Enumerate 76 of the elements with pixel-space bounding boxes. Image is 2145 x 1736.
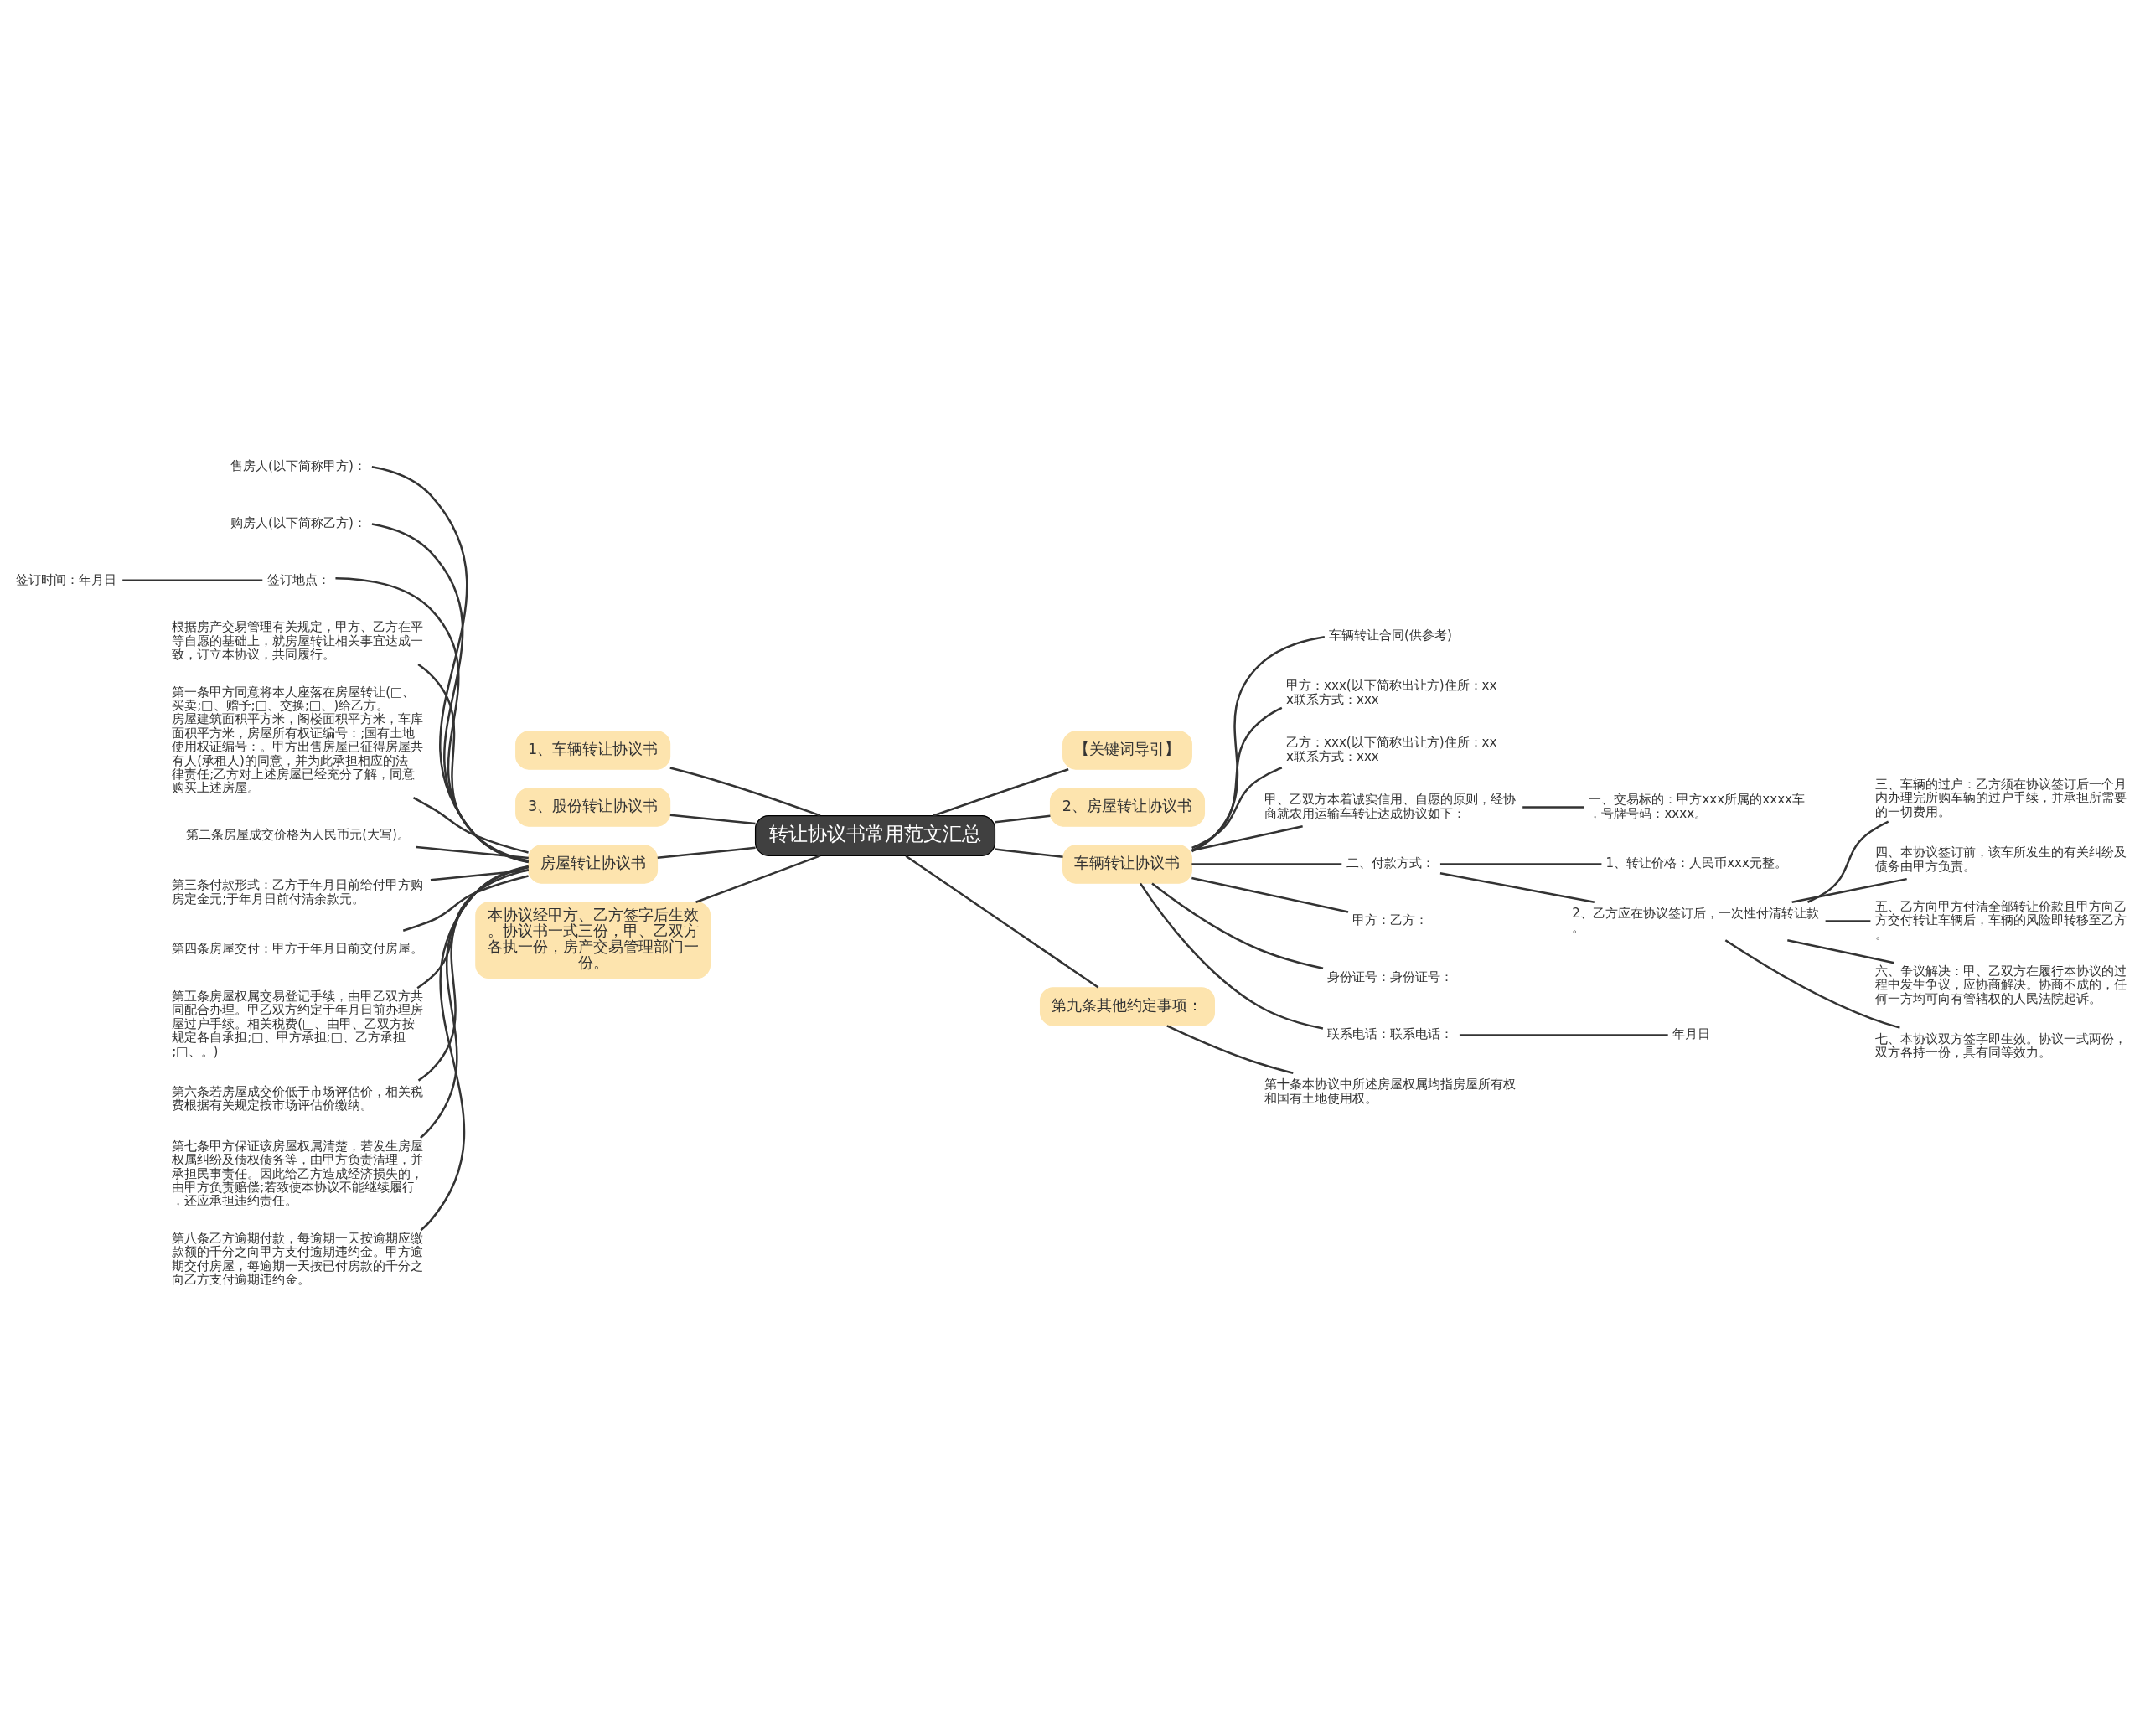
node-text: 1、转让价格：人民币xxx元整。 xyxy=(1605,855,1788,871)
connector xyxy=(1166,1024,1294,1074)
connector xyxy=(1787,938,1894,964)
connector xyxy=(402,874,529,932)
node-text: 第八条乙方逾期付款，每逾期一天按逾期应缴款额的千分之向甲方支付逾期违约金。甲方逾期交付房屋，每逾期一天按已付房款的千分之向乙方支付逾期违约金。 xyxy=(172,1230,424,1287)
connector xyxy=(1191,635,1326,852)
connector xyxy=(995,847,1063,858)
connector xyxy=(416,868,530,989)
node-text: 一、交易标的：甲方xxx所属的xxxx车，号牌号码：xxxx。 xyxy=(1589,791,1806,821)
connector xyxy=(417,865,530,1082)
connector xyxy=(669,813,756,824)
node-text: 甲方：xxx(以下简称出让方)住所：xxx联系方式：xxx xyxy=(1286,677,1497,707)
connector xyxy=(1191,824,1303,851)
connector xyxy=(416,845,529,859)
node-text: 四、本协议签订前，该车所发生的有关纠纷及债务由甲方负责。 xyxy=(1874,844,2127,874)
node-box: 本协议经甲方、乙方签字后生效。协议书一式三份，甲、乙双方各执一份，房产交易管理部门一份。 xyxy=(475,901,711,979)
connector xyxy=(905,855,1099,989)
connector xyxy=(1825,919,1871,922)
node-box: 1、车辆转让协议书 xyxy=(515,730,671,770)
connector xyxy=(1139,882,1324,1030)
connector xyxy=(1724,938,1900,1029)
connector xyxy=(695,854,821,903)
node-text: 车辆转让合同(供参考) xyxy=(1329,627,1452,643)
node-text: 甲、乙双方本着诚实信用、自愿的原则，经协商就农用运输车转让达成协议如下： xyxy=(1264,791,1516,821)
node-text: 2、乙方应在协议签订后，一次性付清转让款。 xyxy=(1572,905,1819,935)
node-text: 三、车辆的过户：乙方须在协议签订后一个月内办理完所购车辆的过户手续，并承担所需要的一切费用。 xyxy=(1874,776,2127,819)
connector xyxy=(933,767,1069,817)
node-text: 六、争议解决：甲、乙双方在履行本协议的过程中发生争议，应协商解决。协商不成的，任何一方均可向有管辖权的人民法院起诉。 xyxy=(1874,963,2127,1006)
connector xyxy=(1459,1033,1668,1036)
connector xyxy=(1191,706,1283,851)
node-text: 二、付款方式： xyxy=(1346,855,1434,871)
node-box: 车辆转让协议书 xyxy=(1062,844,1192,884)
node-box: 房屋转让协议书 xyxy=(528,844,659,884)
connector xyxy=(1191,862,1342,865)
node-text: 身份证号：身份证号： xyxy=(1327,969,1454,984)
node-box: 【关键词导引】 xyxy=(1062,730,1192,770)
connector xyxy=(1151,881,1324,969)
node-text: 购房人(以下简称乙方)： xyxy=(230,514,366,530)
node-text: 联系电话：联系电话： xyxy=(1327,1026,1454,1041)
node-text: 乙方：xxx(以下简称出让方)住所：xxx联系方式：xxx xyxy=(1286,734,1497,764)
connector xyxy=(669,766,821,817)
node-box: 2、房屋转让协议书 xyxy=(1049,787,1206,827)
connector xyxy=(657,846,756,859)
connector xyxy=(412,796,529,854)
connector xyxy=(1439,871,1595,903)
connector xyxy=(420,865,529,1231)
connector xyxy=(1522,805,1584,809)
node-text: 第六条若房屋成交价低于市场评估价，相关税费根据有关规定按市场评估价缴纳。 xyxy=(172,1083,424,1113)
node-text: 售房人(以下简称甲方)： xyxy=(230,457,366,473)
node-text: 第十条本协议中所述房屋权属均指房屋所有权和国有土地使用权。 xyxy=(1264,1076,1516,1106)
node-text: 甲方：乙方： xyxy=(1352,912,1429,927)
connector xyxy=(995,814,1051,824)
node-text: 第四条房屋交付：甲方于年月日前交付房屋。 xyxy=(172,940,424,956)
node-box: 转让协议书常用范文汇总 xyxy=(754,814,996,856)
connector xyxy=(1439,862,1602,865)
node-text: 第二条房屋成交价格为人民币元(大写)。 xyxy=(186,826,410,842)
connector xyxy=(417,663,529,862)
node-text: 第七条甲方保证该房屋权属清楚，若发生房屋权属纠纷及债权债务等，由甲方负责清理，并承担民事责任。因此给乙方造成经济损失的，由甲方负责赔偿;若致使本协议不能继续履行，还应承担违约责任。 xyxy=(172,1138,424,1208)
connector xyxy=(1191,876,1349,913)
node-text: 签订时间：年月日 xyxy=(15,571,116,587)
connector xyxy=(335,576,529,862)
node-text: 第三条付款形式：乙方于年月日前给付甲方购房定金元;于年月日前付清余款元。 xyxy=(172,876,424,907)
connector xyxy=(1807,820,1889,903)
node-text: 第五条房屋权属交易登记手续，由甲乙双方共同配合办理。甲乙双方约定于年月日前办理房屋过户手续。相关税费(□、由甲、乙双方按规定各自承担;□、甲方承担;□、乙方承担;□、。) xyxy=(172,988,424,1059)
connector xyxy=(420,865,529,1139)
node-text: 签订地点： xyxy=(266,571,330,587)
connector xyxy=(122,578,263,581)
node-box: 3、股份转让协议书 xyxy=(515,787,671,827)
node-text: 根据房产交易管理有关规定，甲方、乙方在平等自愿的基础上，就房屋转让相关事宜达成一致，订立本协议，共同履行。 xyxy=(172,618,424,662)
node-text: 第一条甲方同意将本人座落在房屋转让(□、买卖;□、赠予;□、交换;□、)给乙方。房屋建筑面积平方米，阁楼面积平方米，车库面积平方米，房屋所有权证编号：;国有土地使用权证编号：。甲方出售房屋已征得房屋共有人(承租人)的同意，并为此承担相应的法律责任;乙方对上述房屋已经充分了解，同意购买上述房屋。 xyxy=(172,684,424,795)
node-text: 年月日 xyxy=(1672,1026,1710,1041)
connector xyxy=(1791,877,1907,903)
node-box: 第九条其他约定事项： xyxy=(1039,986,1215,1026)
connector xyxy=(1191,766,1283,849)
node-text: 七、本协议双方签字即生效。协议一式两份，双方各持一份，具有同等效力。 xyxy=(1874,1031,2127,1060)
node-text: 五、乙方向甲方付清全部转让价款且甲方向乙方交付转让车辆后，车辆的风险即转移至乙方。 xyxy=(1874,898,2127,942)
